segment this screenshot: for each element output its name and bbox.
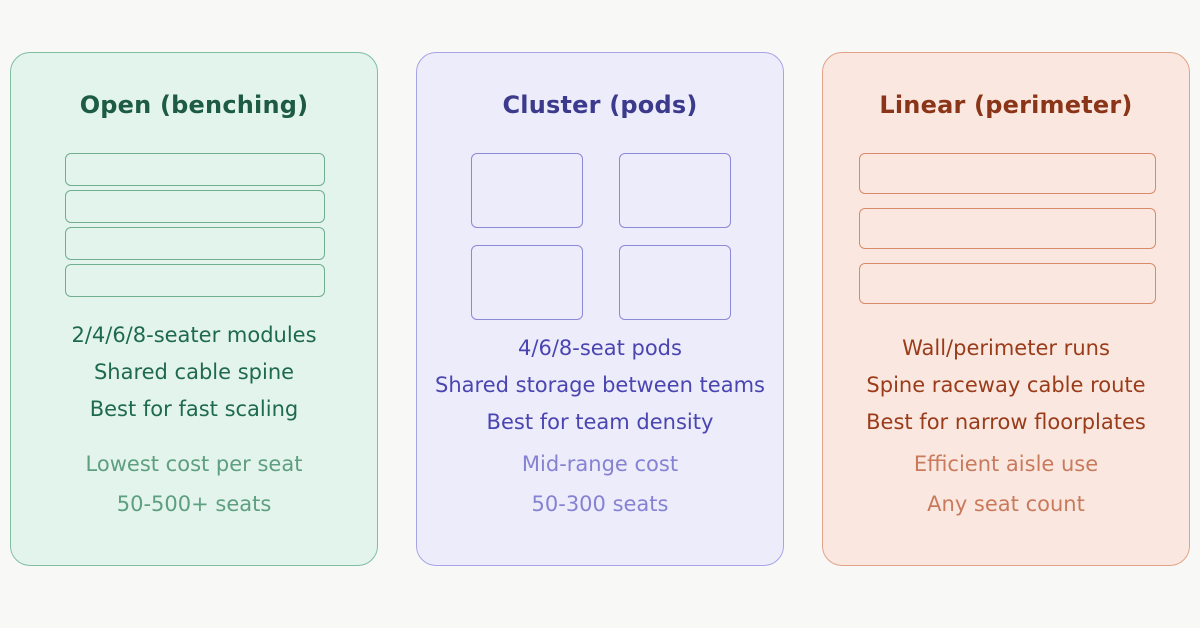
feature-line: 2/4/6/8-seater modules bbox=[71, 323, 317, 347]
detail-line: Efficient aisle use bbox=[913, 452, 1099, 476]
detail-line: Mid-range cost bbox=[521, 452, 679, 476]
bench-desk bbox=[65, 190, 325, 223]
bench-desk bbox=[65, 227, 325, 260]
bench-desk bbox=[65, 153, 325, 186]
feature-line: Spine raceway cable route bbox=[866, 373, 1146, 397]
card-title: Open (benching) bbox=[79, 91, 309, 119]
feature-line: Shared cable spine bbox=[93, 360, 295, 384]
detail-line: Any seat count bbox=[927, 492, 1085, 516]
perimeter-desk bbox=[859, 208, 1156, 249]
feature-line: 4/6/8-seat pods bbox=[518, 336, 682, 360]
pod-desk bbox=[619, 245, 731, 320]
feature-line: Best for fast scaling bbox=[89, 397, 299, 421]
detail-line: 50-500+ seats bbox=[116, 492, 272, 516]
open-layout-card: Open (benching) 2/4/6/8-seater modules S… bbox=[10, 52, 378, 566]
card-title: Linear (perimeter) bbox=[879, 91, 1133, 119]
pod-desk bbox=[619, 153, 731, 228]
pod-desk bbox=[471, 245, 583, 320]
feature-line: Shared storage between teams bbox=[435, 373, 765, 397]
detail-line: Lowest cost per seat bbox=[85, 452, 303, 476]
card-title: Cluster (pods) bbox=[502, 91, 698, 119]
linear-layout-card: Linear (perimeter) Wall/perimeter runs S… bbox=[822, 52, 1190, 566]
feature-line: Wall/perimeter runs bbox=[902, 336, 1110, 360]
detail-line: 50-300 seats bbox=[531, 492, 669, 516]
bench-desk bbox=[65, 264, 325, 297]
perimeter-desk bbox=[859, 153, 1156, 194]
feature-line: Best for team density bbox=[486, 410, 714, 434]
cluster-layout-card: Cluster (pods) 4/6/8-seat pods Shared st… bbox=[416, 52, 784, 566]
pod-desk bbox=[471, 153, 583, 228]
feature-line: Best for narrow floorplates bbox=[866, 410, 1146, 434]
perimeter-desk bbox=[859, 263, 1156, 304]
